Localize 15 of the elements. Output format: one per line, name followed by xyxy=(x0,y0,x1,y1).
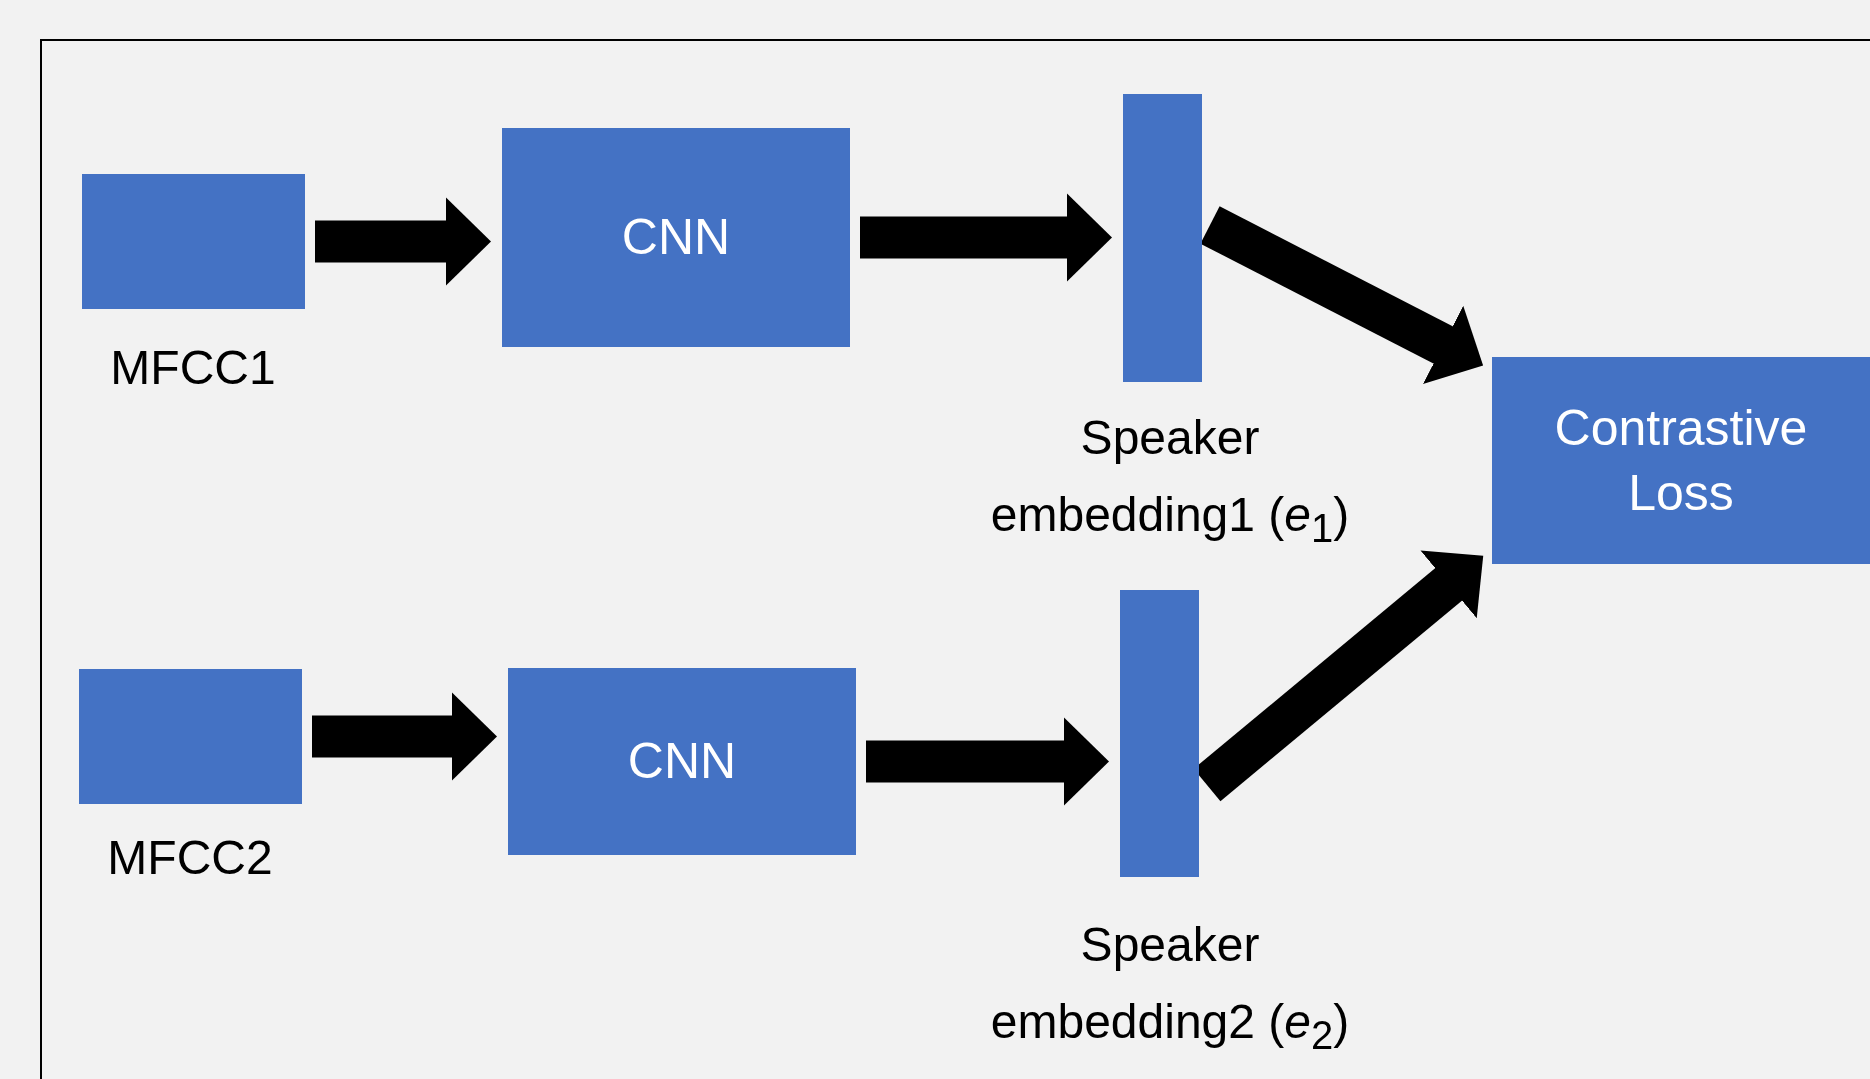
node-caption: MFCC2 xyxy=(106,830,274,886)
arrow xyxy=(312,692,497,781)
process-box: CNN xyxy=(502,128,850,347)
embedding-bar xyxy=(1123,94,1202,382)
input-feature-box xyxy=(82,174,305,309)
node-caption: Speaker embedding2 (e$_{2}$) xyxy=(989,917,1351,1059)
input-feature-box xyxy=(79,669,302,804)
node-caption: Speaker embedding1 (e$_{1}$) xyxy=(989,410,1351,552)
process-box: Contrastive Loss xyxy=(1492,357,1870,564)
node-caption: MFCC1 xyxy=(109,340,277,396)
arrow xyxy=(860,193,1112,282)
process-box: CNN xyxy=(508,668,856,855)
arrow xyxy=(866,717,1109,806)
embedding-bar xyxy=(1120,590,1199,877)
arrow xyxy=(315,197,491,286)
